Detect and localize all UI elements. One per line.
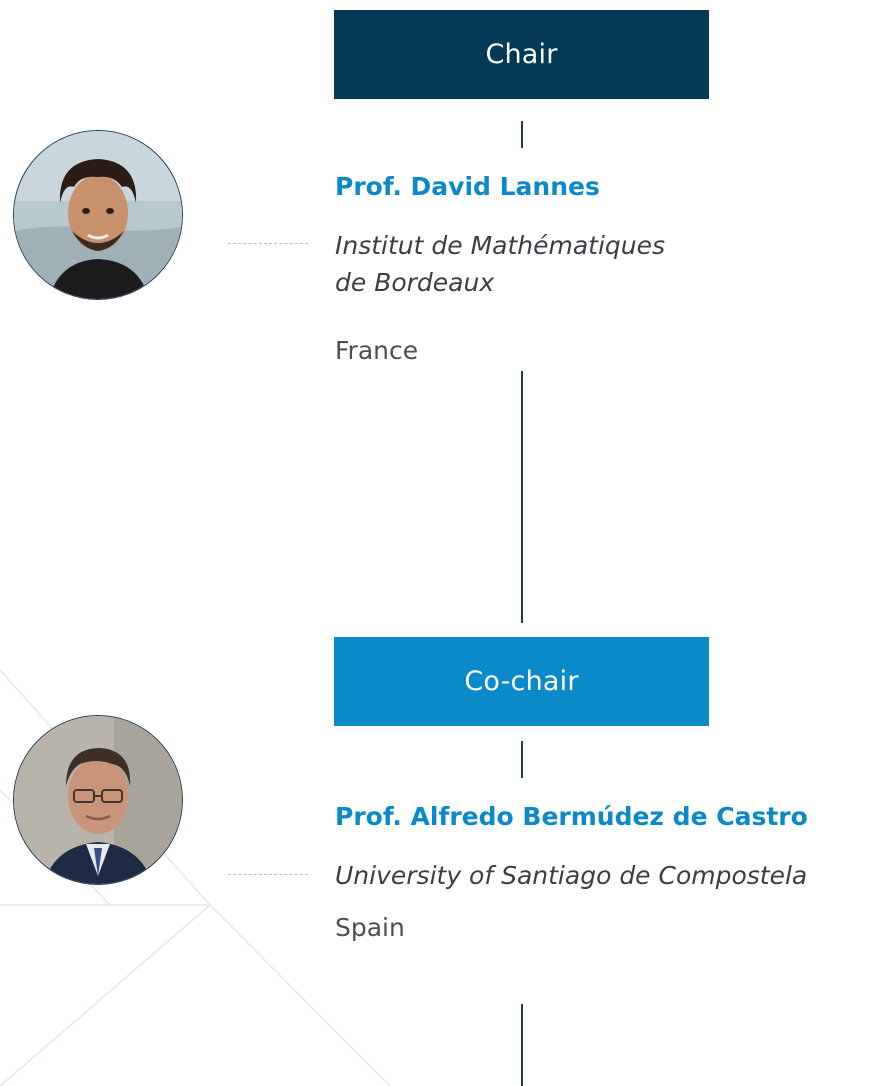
connector-line [521,1004,523,1086]
cochair-affiliation: University of Santiago de Compostela [335,861,808,890]
connector-line [521,121,523,148]
avatar-alfredo-bermudez [13,715,183,885]
avatar-david-lannes [13,130,183,300]
cochair-country: Spain [335,913,405,942]
chair-header: Chair [334,10,709,99]
connector-line [521,741,523,778]
dashed-connector [228,243,308,244]
dashed-connector [228,874,308,875]
chair-name: Prof. David Lannes [335,172,600,201]
chair-affiliation-line1: Institut de Mathématiques [335,231,666,260]
chair-country: France [335,336,419,365]
cochair-name: Prof. Alfredo Bermúdez de Castro [335,802,808,831]
chair-affiliation-line2: de Bordeaux [335,268,495,297]
cochair-header: Co-chair [334,637,709,726]
connector-line [521,371,523,623]
